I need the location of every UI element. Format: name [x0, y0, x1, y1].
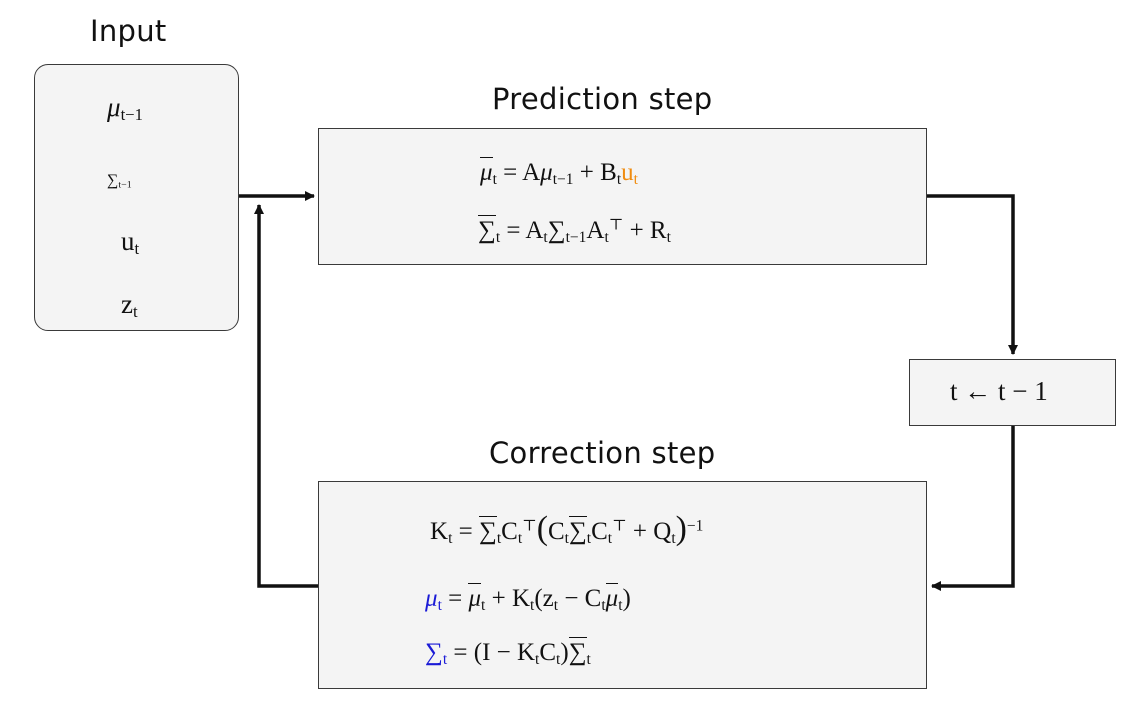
- time-update-box: [909, 359, 1116, 426]
- correction-box: [318, 481, 927, 689]
- input-z-subscript: t: [132, 302, 138, 322]
- input-u-subscript: t: [134, 239, 140, 259]
- input-mu-subscript: t−1: [120, 105, 144, 125]
- prediction-step-title: Prediction step: [492, 82, 713, 116]
- input-title: Input: [90, 14, 167, 48]
- arrow-correction-feedback: [254, 204, 318, 588]
- input-mu: μt−1: [107, 92, 144, 125]
- prediction-box: [318, 128, 927, 265]
- correction-step-title: Correction step: [489, 436, 716, 470]
- prediction-equation-mean: μt = Aμt−1 + Btut: [480, 157, 638, 188]
- arrow-time-update-to-correction: [931, 426, 1015, 591]
- input-box: [34, 64, 239, 331]
- correction-equation-covariance: ∑t = (I − KtCt)∑t: [425, 637, 591, 668]
- arrow-prediction-to-time-update: [927, 194, 1018, 355]
- input-sigma: ∑t−1: [107, 172, 132, 191]
- input-u: ut: [121, 226, 140, 259]
- correction-equation-gain: Kt = ∑tCt⊤(Ct∑tCt⊤ + Qt)−1: [430, 510, 704, 547]
- input-z: zt: [121, 289, 138, 322]
- time-update-label: t ← t − 1: [950, 376, 1048, 406]
- prediction-equation-covariance: ∑t = At∑t−1At⊤ + Rt: [478, 215, 671, 246]
- correction-equation-mean: μt = μt + Kt(zt − Ctμt): [425, 583, 631, 614]
- input-sigma-subscript: t−1: [118, 179, 132, 191]
